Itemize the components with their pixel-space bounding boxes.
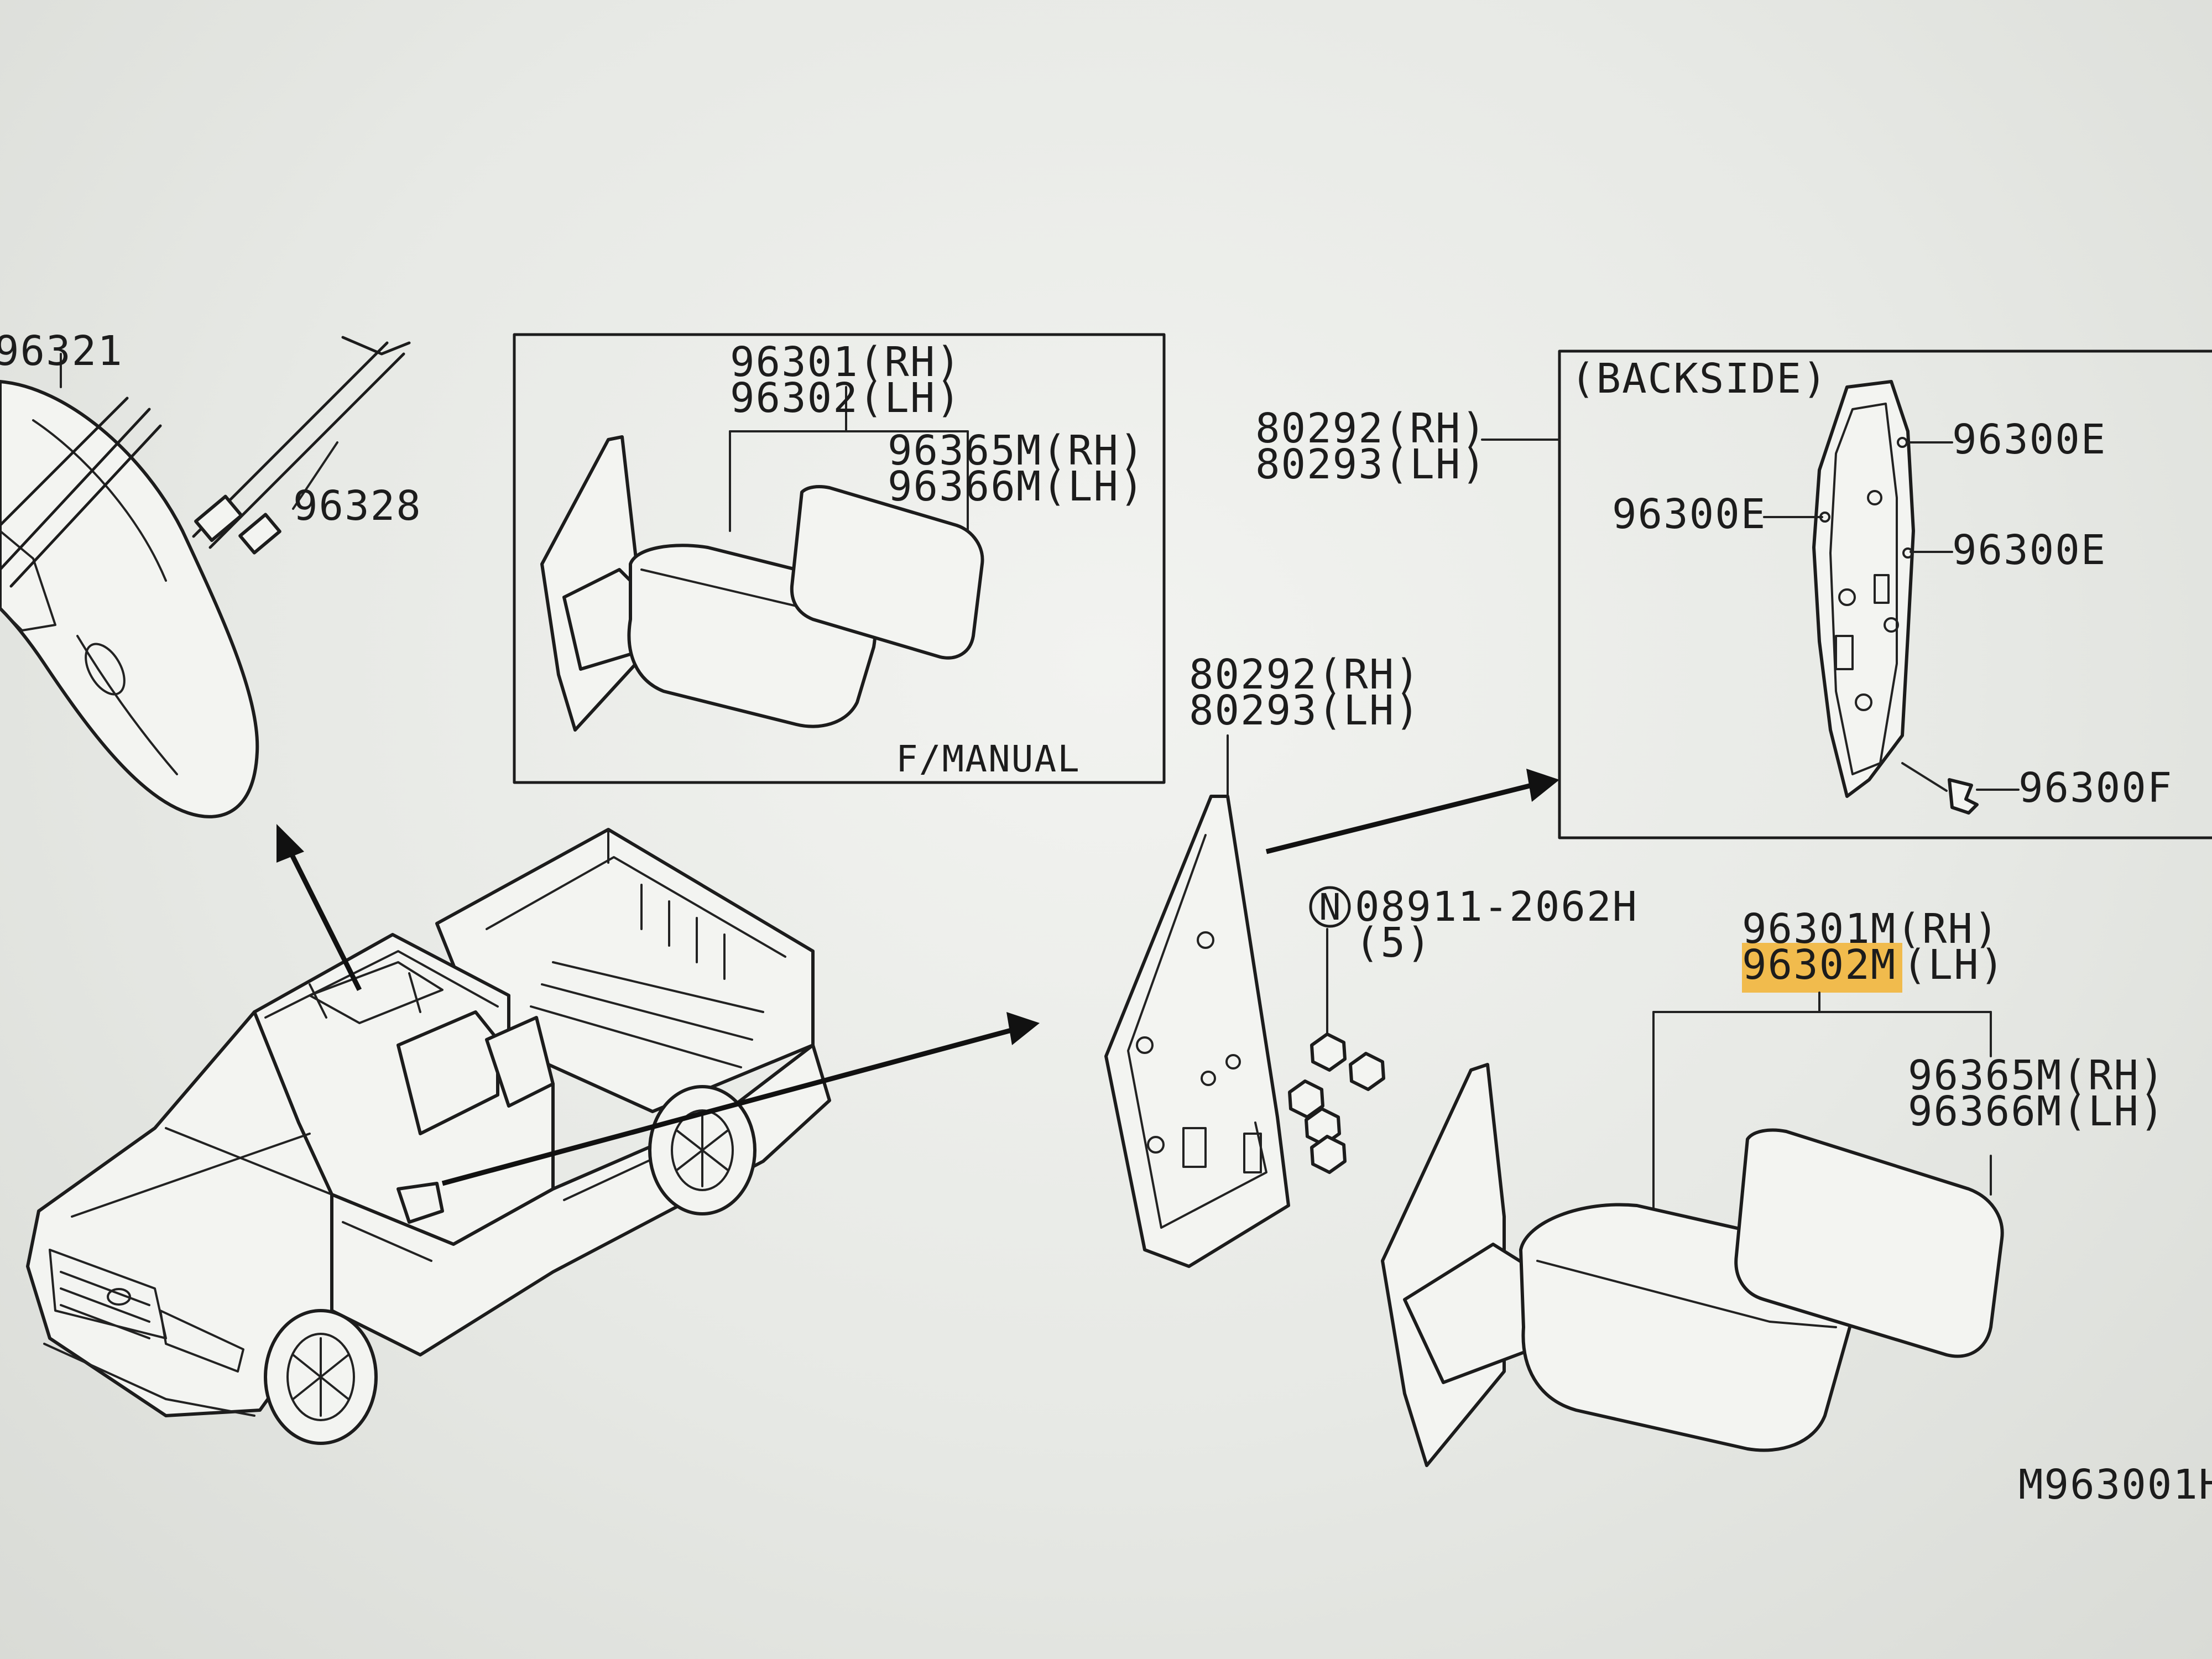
pickup-truck-illustration <box>26 828 831 1445</box>
nut-marker-circle <box>1309 886 1351 928</box>
label-clip-e-right: 96300E <box>1952 526 2106 574</box>
highlight-96302M <box>1742 943 1902 993</box>
label-finisher-lh: 80293(LH) <box>1189 687 1421 734</box>
label-finisher-rh: 80292(RH) <box>1189 651 1421 698</box>
label-nut-qty: (5) <box>1355 919 1432 967</box>
label-glass-lh: 96366M(LH) <box>1908 1088 2166 1135</box>
backside-finisher-drawing <box>1812 380 1915 798</box>
nuts-08911-2062H <box>1288 928 1385 1174</box>
label-nut-part: 08911-2062H <box>1355 883 1638 931</box>
label-mirror-rh: 96301M(RH) <box>1742 905 2000 953</box>
label-backside-title: (BACKSIDE) <box>1571 355 1828 403</box>
arrow-truck-to-console <box>276 824 362 992</box>
label-96328: 96328 <box>293 482 422 530</box>
label-clip-e-top: 96300E <box>1952 416 2106 463</box>
screw-96300F <box>1901 762 1979 815</box>
label-glass-rh: 96365M(RH) <box>1908 1052 2166 1099</box>
label-manual-glass-lh: 96366M(LH) <box>888 463 1145 510</box>
label-screw-f: 96300F <box>2018 764 2173 812</box>
power-mirror-drawing <box>1381 1063 2004 1467</box>
arrow-truck-to-finisher <box>441 1012 1040 1186</box>
label-mirror-lh-code: 96302M <box>1742 941 1896 989</box>
arrow-finisher-to-backside <box>1265 769 1559 854</box>
label-manual-glass-rh: 96365M(RH) <box>888 427 1145 474</box>
manual-mirror-drawing <box>540 435 984 732</box>
backside-box <box>1558 349 2212 839</box>
door-finisher-part <box>1104 795 1290 1268</box>
roof-console-part <box>0 380 259 818</box>
wire-harness-96328 <box>0 336 411 588</box>
label-clip-e-left: 96300E <box>1612 491 1766 538</box>
label-mirror-lh-side: (LH) <box>1902 941 2005 989</box>
label-nut-marker: N <box>1319 886 1342 928</box>
manual-mirror-box <box>513 333 1166 784</box>
label-96321: 96321 <box>0 327 123 375</box>
label-finisher-outer-lh: 80293(LH) <box>1255 441 1487 488</box>
label-manual-mirror-rh: 96301(RH) <box>730 338 962 386</box>
label-finisher-outer-rh: 80292(RH) <box>1255 405 1487 452</box>
label-manual-mirror-lh: 96302(LH) <box>730 374 962 422</box>
label-figure-code: M963001H <box>2018 1461 2212 1509</box>
label-manual-note: F/MANUAL <box>896 738 1081 780</box>
